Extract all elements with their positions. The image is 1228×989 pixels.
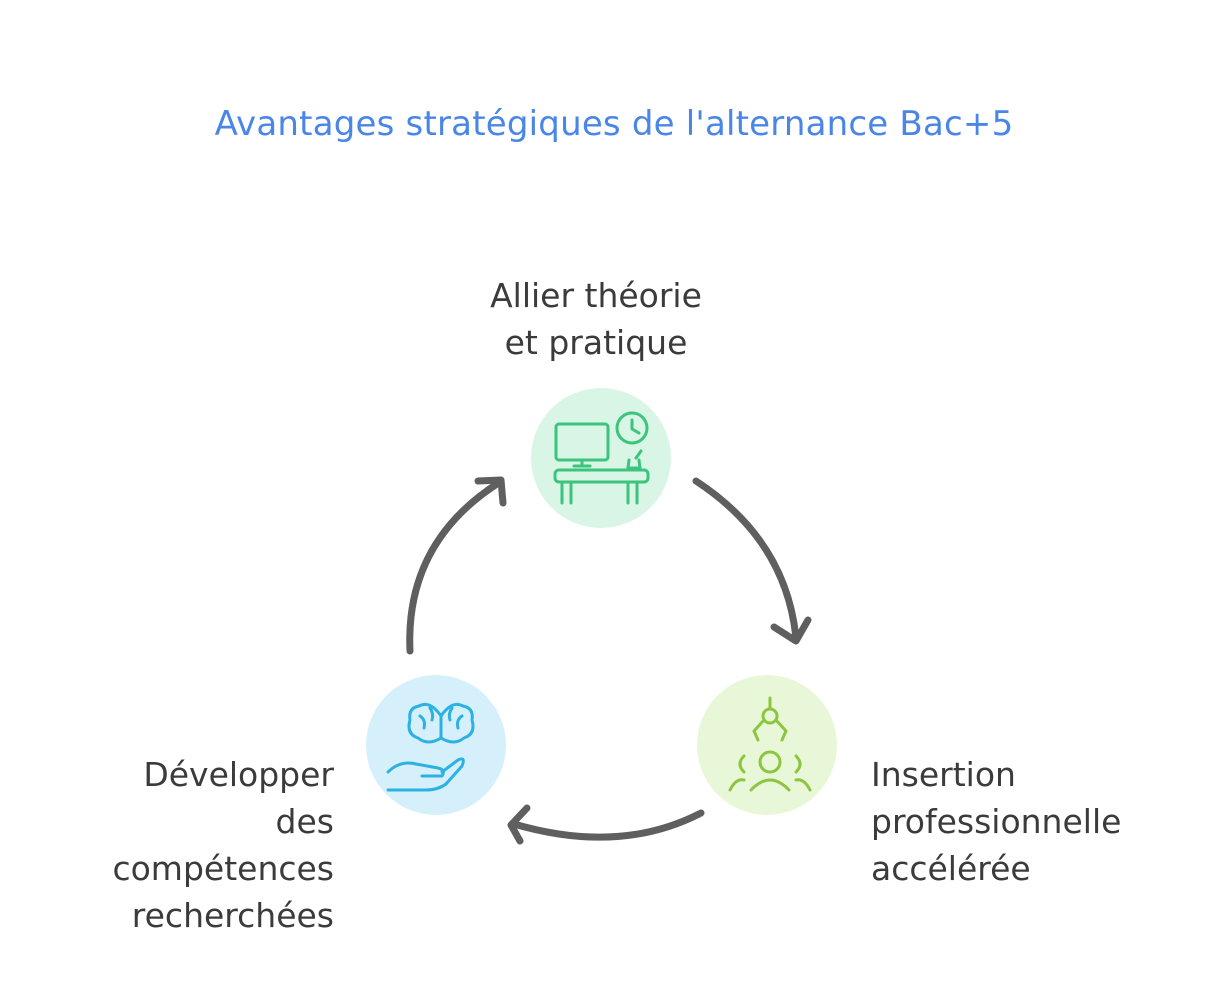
desk-computer-clock-icon (553, 411, 650, 505)
diagram-title: Avantages stratégiques de l'alternance B… (214, 104, 1014, 144)
node-label-line: Développer (143, 755, 334, 794)
node-label-top: Allier théorie et pratique (396, 272, 796, 366)
arrow-top-to-right (692, 477, 812, 645)
node-label-line: professionnelle (871, 802, 1122, 841)
node-label-line: accélérée (871, 849, 1031, 888)
node-label-left: Développer des compétences recherchées (40, 751, 334, 939)
node-circle-left (366, 675, 506, 815)
node-label-line: recherchées (131, 896, 334, 935)
node-label-line: Insertion (871, 755, 1016, 794)
robot-arm-people-icon (728, 696, 812, 792)
arrow-left-to-top (406, 476, 507, 655)
node-circle-top (531, 388, 671, 528)
node-label-line: Allier théorie (490, 276, 702, 315)
arrow-right-to-left (507, 804, 705, 845)
node-label-right: Insertion professionnelle accélérée (871, 751, 1211, 892)
node-circle-right (697, 675, 837, 815)
node-label-line: des (275, 802, 334, 841)
node-label-line: compétences (112, 849, 334, 888)
node-label-line: et pratique (504, 323, 688, 362)
brain-hand-icon (386, 702, 475, 792)
